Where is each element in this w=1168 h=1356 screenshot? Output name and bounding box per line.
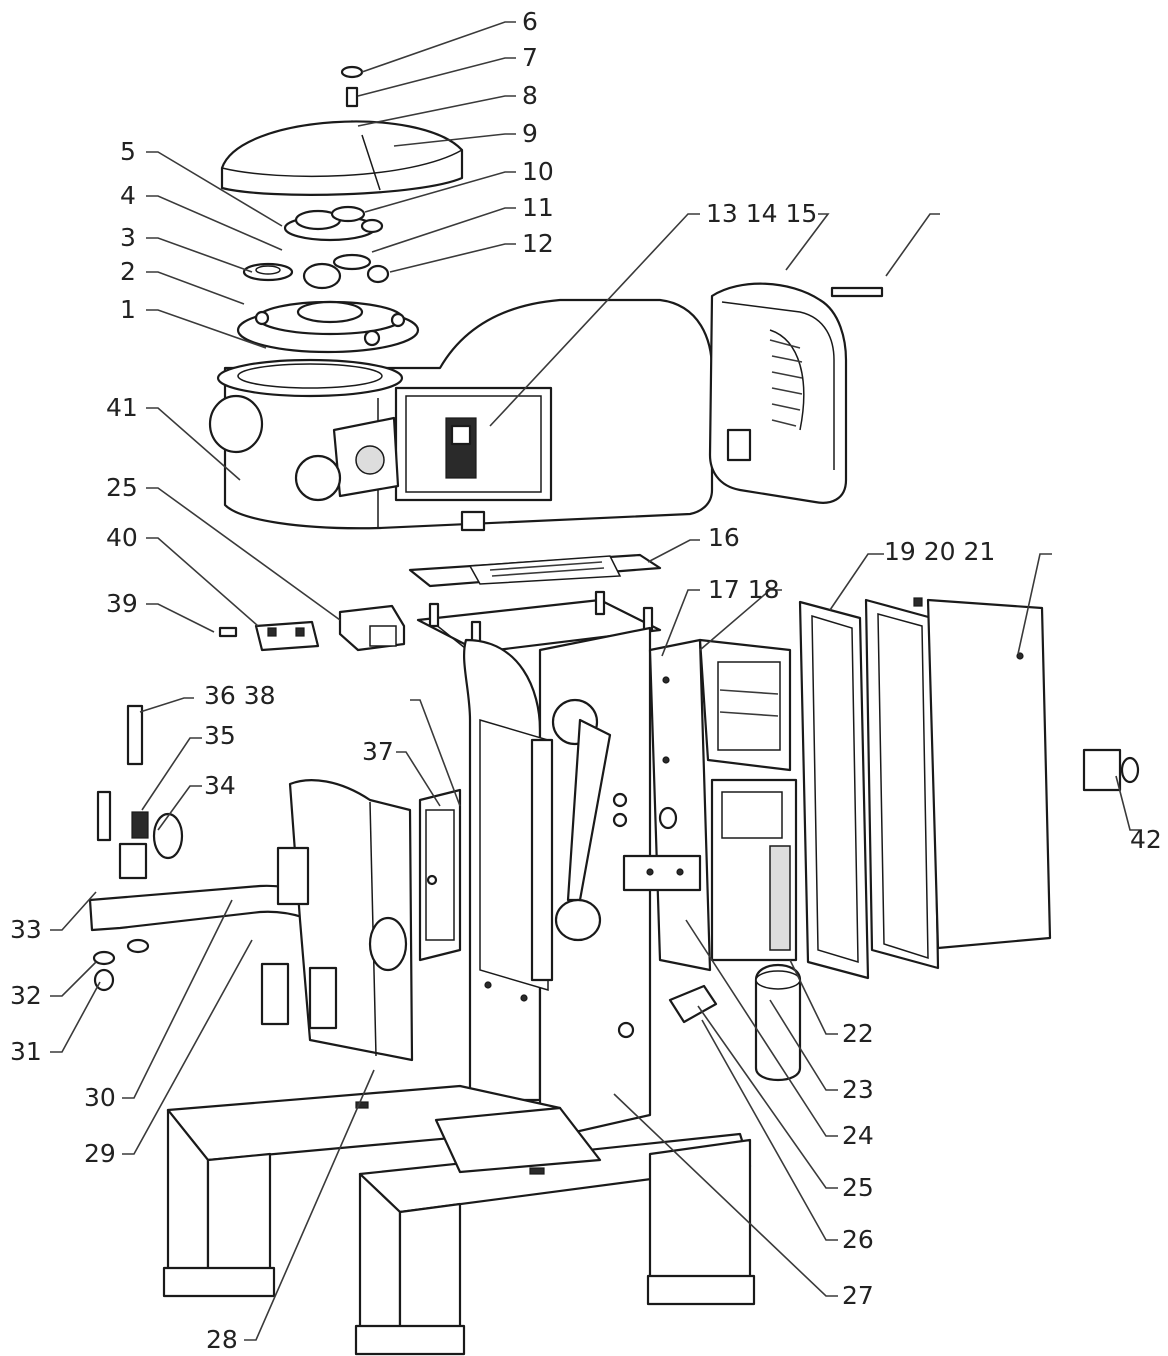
top-cover-8 <box>220 120 464 196</box>
base-frame-28 <box>162 1084 756 1356</box>
callout-37: 37 <box>362 737 394 766</box>
callout-25-bottom: 25 <box>842 1173 874 1202</box>
callout-35: 35 <box>204 721 236 750</box>
frame-20 <box>864 598 940 970</box>
cover-21 <box>913 597 1052 950</box>
callout-22: 22 <box>842 1019 874 1048</box>
gear-assembly-9-10 <box>283 205 384 242</box>
callout-36-38: 36 38 <box>204 681 276 710</box>
callout-28: 28 <box>206 1325 238 1354</box>
lift-bracket-37 <box>418 788 462 962</box>
callout-29: 29 <box>84 1139 116 1168</box>
callout-5: 5 <box>120 137 136 166</box>
callout-10: 10 <box>522 157 554 186</box>
callout-9: 9 <box>522 119 538 148</box>
callout-39: 39 <box>106 589 138 618</box>
callout-11: 11 <box>522 193 554 222</box>
callout-27: 27 <box>842 1281 874 1310</box>
switch-25-lower <box>668 984 718 1024</box>
callout-1: 1 <box>120 295 136 324</box>
bottom-plate-16 <box>408 553 662 588</box>
callout-7: 7 <box>522 43 538 72</box>
callout-25-top: 25 <box>106 473 138 502</box>
callout-13-14-15: 13 14 15 <box>706 199 818 228</box>
end-cover-13-14-15 <box>708 282 848 504</box>
callout-26: 26 <box>842 1225 874 1254</box>
switch-block-left <box>622 854 702 892</box>
leader-lines <box>50 21 1142 1341</box>
callout-41: 41 <box>106 393 138 422</box>
bolts-35-36 <box>96 704 149 842</box>
bracket-40 <box>254 620 320 652</box>
washers-31-32 <box>92 938 150 992</box>
gasket-19 <box>798 600 870 980</box>
pin-upper-right <box>830 286 884 298</box>
callout-6: 6 <box>522 7 538 36</box>
head-housing-41 <box>208 298 714 532</box>
callout-31: 31 <box>10 1037 42 1066</box>
switch-25-upper <box>338 604 406 652</box>
callout-30: 30 <box>84 1083 116 1112</box>
callout-24: 24 <box>842 1121 874 1150</box>
callout-12: 12 <box>522 229 554 258</box>
callout-8: 8 <box>522 81 538 110</box>
screw-39 <box>218 626 238 638</box>
callout-23: 23 <box>842 1075 874 1104</box>
bearing-3-4-11-12 <box>242 253 390 290</box>
callout-3: 3 <box>120 223 136 252</box>
callout-16: 16 <box>708 523 740 552</box>
screw-6 <box>340 65 364 79</box>
column-frame-top <box>416 590 662 654</box>
bowl-arm-29-30 <box>88 779 414 1062</box>
callout-2: 2 <box>120 257 136 286</box>
gear-plate-1-2 <box>236 300 420 354</box>
callout-4: 4 <box>120 181 136 210</box>
vent-slots <box>769 339 803 427</box>
callout-34: 34 <box>204 771 236 800</box>
main-column-27 <box>463 626 652 1142</box>
plug-42 <box>1082 748 1140 792</box>
electrical-box-17-18 <box>648 638 798 972</box>
callout-42: 42 <box>1130 825 1162 854</box>
callout-19-20-21: 19 20 21 <box>884 537 996 566</box>
callout-40: 40 <box>106 523 138 552</box>
callout-17-18: 17 18 <box>708 575 780 604</box>
callout-33: 33 <box>10 915 42 944</box>
callout-32: 32 <box>10 981 42 1010</box>
